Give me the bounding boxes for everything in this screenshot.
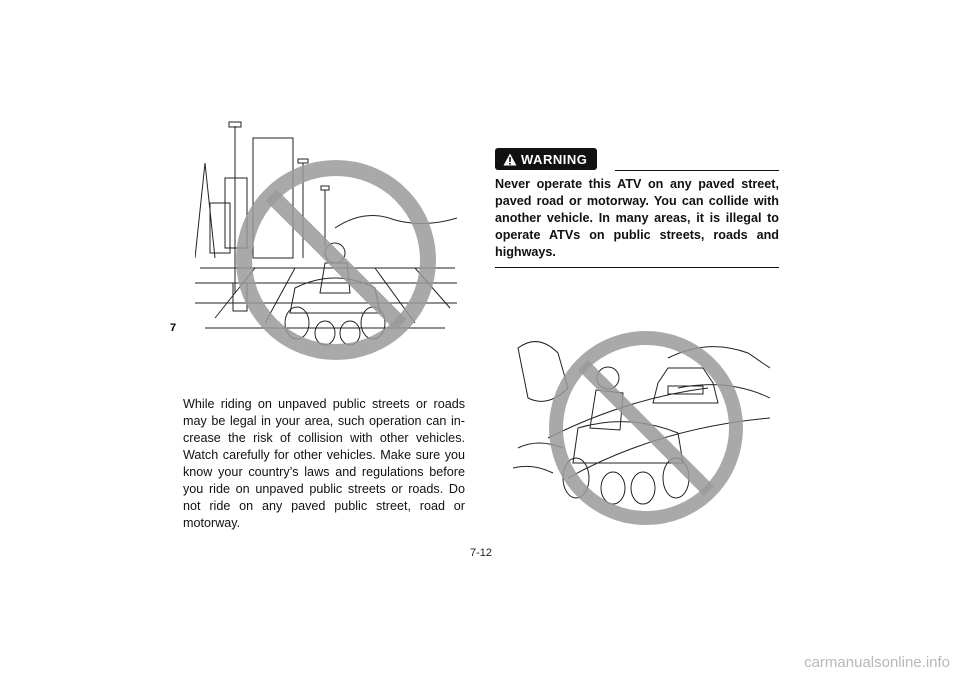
warning-top-rule [615,170,779,171]
chapter-tab: 7 [170,322,177,334]
warning-label: WARNING [521,151,588,167]
warning-bottom-rule [495,266,779,268]
watermark: carmanualsonline.info [804,654,950,671]
page-number: 7-12 [469,547,493,559]
warning-triangle-icon [503,153,517,165]
warning-badge: WARNING [495,148,598,170]
warning-text: Never operate this ATV on any paved stre… [495,176,779,259]
body-paragraph: While riding on unpaved public streets o… [183,397,465,530]
warning-box: WARNING Never operate this ATV on any pa… [495,148,779,268]
city-atv-prohibition-illustration [195,121,457,360]
road-atv-prohibition-illustration [512,331,770,525]
